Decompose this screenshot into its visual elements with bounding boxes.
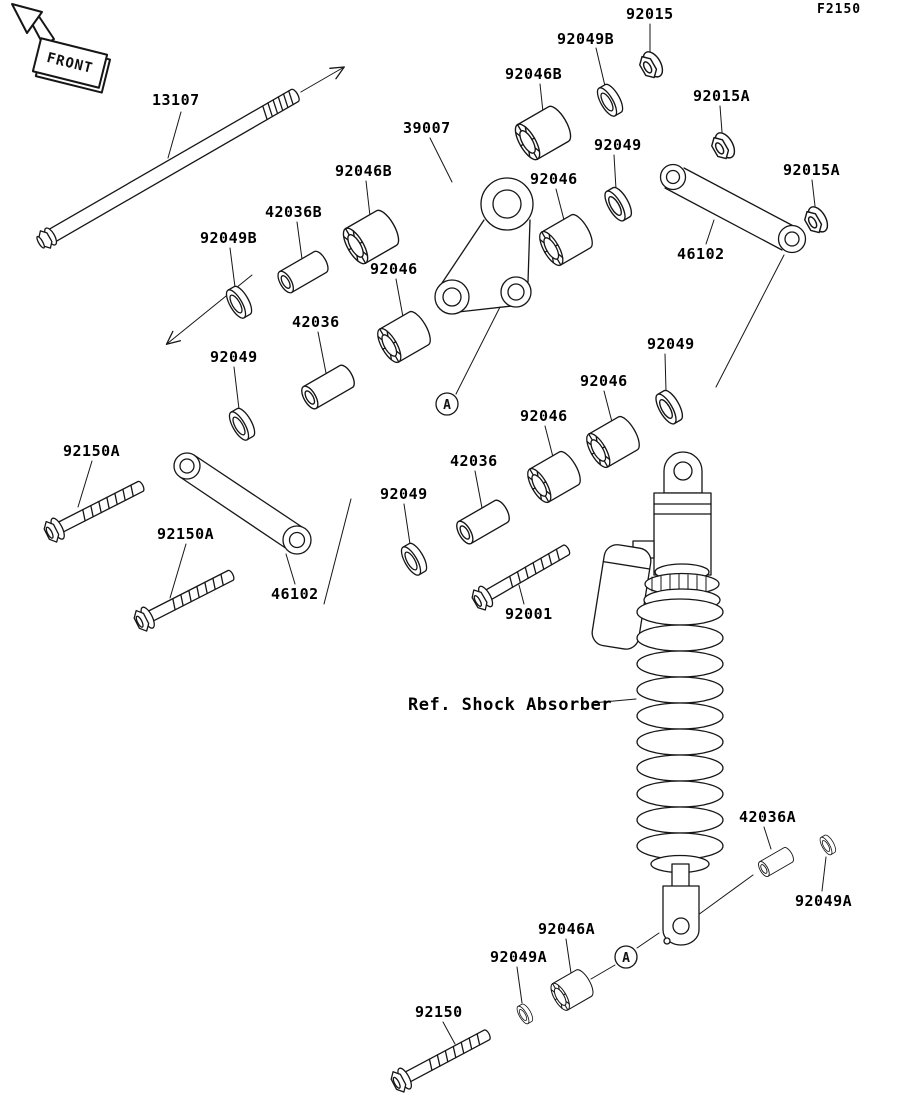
- sleeve-42036b: [274, 248, 332, 296]
- part-label-92015a: 92015A: [693, 87, 751, 105]
- part-label-92046a: 92046A: [538, 920, 596, 938]
- bearing-92046a: [546, 966, 598, 1014]
- ref-shock-absorber-label: Ref. Shock Absorber: [408, 695, 612, 715]
- part-label-92150a: 92150A: [157, 525, 215, 543]
- washer-92049a-right: [817, 832, 839, 857]
- part-label-92049: 92049: [210, 348, 258, 366]
- part-label-42036b: 42036B: [265, 203, 323, 221]
- bolt-92150a-lower: [130, 563, 239, 635]
- part-label-92046: 92046: [530, 170, 578, 188]
- bearing-92046-mid1: [581, 412, 645, 472]
- seal-92049-mid: [651, 386, 687, 428]
- part-label-92015: 92015: [626, 5, 674, 23]
- bearing-92046b-left: [338, 206, 404, 268]
- nut-92015a-right: [800, 202, 833, 238]
- rocker-link-39007: [434, 177, 534, 315]
- part-label-92049b: 92049B: [557, 30, 615, 48]
- tie-rod-46102-lower: [173, 452, 312, 555]
- nut-92015a-upper: [707, 128, 740, 164]
- part-label-42036a: 42036A: [739, 808, 797, 826]
- bolt-92150: [387, 1022, 496, 1096]
- detail-marker-a-1: A: [435, 392, 459, 416]
- bearing-92046-mid2: [522, 447, 586, 507]
- svg-text:A: A: [622, 951, 630, 966]
- bolt-92150a-upper: [40, 474, 149, 546]
- part-label-92150a: 92150A: [63, 442, 121, 460]
- nut-92015: [635, 47, 668, 83]
- svg-text:A: A: [443, 398, 451, 413]
- part-label-92046: 92046: [520, 407, 568, 425]
- tie-rod-46102-upper: [659, 163, 807, 254]
- part-label-92001: 92001: [505, 605, 553, 623]
- bolt-92001: [468, 538, 575, 614]
- bearing-92046b-top: [510, 102, 576, 164]
- leader-lines: [77, 23, 827, 1045]
- shock-absorber: [591, 451, 724, 946]
- axis-lines: [323, 254, 785, 980]
- part-label-92046b: 92046B: [335, 162, 393, 180]
- pivot-rod-13107: [36, 66, 345, 249]
- part-label-92049b: 92049B: [200, 229, 258, 247]
- part-label-13107: 13107: [152, 91, 200, 109]
- part-label-39007: 39007: [403, 119, 451, 137]
- part-label-92049: 92049: [380, 485, 428, 503]
- part-label-42036: 42036: [450, 452, 498, 470]
- washer-92049a-left: [514, 1001, 536, 1026]
- part-label-46102: 46102: [271, 585, 319, 603]
- front-marker: FRONT: [11, 3, 112, 94]
- sleeve-42036a: [755, 845, 797, 879]
- bearing-92046-top: [534, 210, 598, 270]
- sleeve-42036-mid: [452, 497, 514, 547]
- part-label-92015a: 92015A: [783, 161, 841, 179]
- part-label-92046: 92046: [370, 260, 418, 278]
- part-label-92046b: 92046B: [505, 65, 563, 83]
- detail-marker-a-2: A: [614, 945, 638, 969]
- seal-92049b-top: [593, 80, 627, 120]
- seal-92049-left: [225, 404, 259, 444]
- seal-92049b-left: [222, 282, 256, 322]
- part-label-92046: 92046: [580, 372, 628, 390]
- seal-92049-lower: [397, 539, 431, 579]
- part-label-92049a: 92049A: [795, 892, 853, 910]
- sleeve-42036-left: [297, 362, 359, 412]
- part-label-42036: 42036: [292, 313, 340, 331]
- bearing-92046-left: [372, 307, 436, 367]
- part-label-92049a: 92049A: [490, 948, 548, 966]
- part-label-92049: 92049: [647, 335, 695, 353]
- figure-code: F2150: [817, 2, 862, 17]
- part-label-46102: 46102: [677, 245, 725, 263]
- part-label-92049: 92049: [594, 136, 642, 154]
- seal-92049-top: [600, 183, 636, 225]
- part-label-92150: 92150: [415, 1003, 463, 1021]
